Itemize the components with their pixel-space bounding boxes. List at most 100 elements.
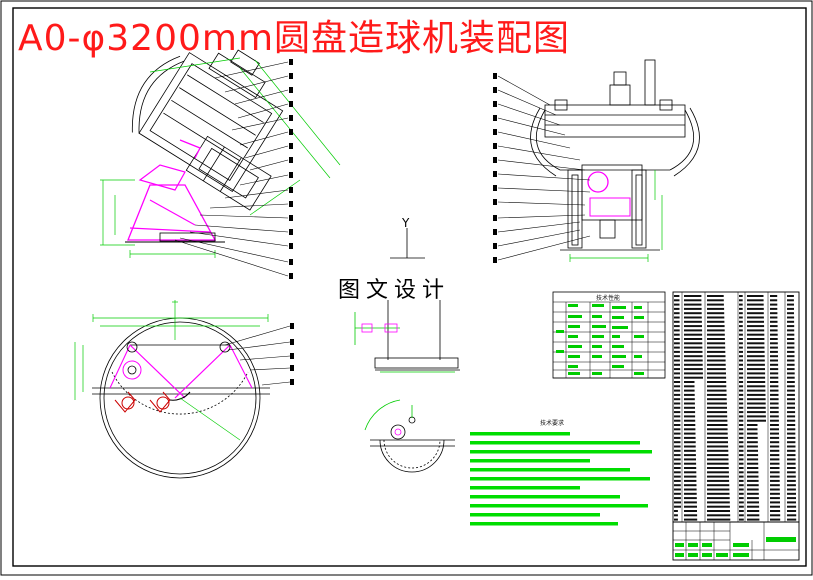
parts-list-cell xyxy=(739,467,744,469)
parts-list-cell xyxy=(787,381,795,383)
parts-list-cell xyxy=(739,428,744,431)
parts-list-cell xyxy=(707,376,727,379)
parts-list-cell xyxy=(707,363,726,366)
parts-list-cell xyxy=(674,342,680,345)
parts-list-cell xyxy=(747,449,758,452)
parts-list-cell xyxy=(674,312,680,315)
parts-list-cell xyxy=(684,424,696,426)
parts-list-cell xyxy=(684,307,702,310)
parts-list-cell xyxy=(674,350,680,353)
parts-list-cell xyxy=(674,415,681,418)
parts-list-cell xyxy=(707,316,725,319)
parts-list-cell xyxy=(674,458,681,461)
parts-list-cell xyxy=(747,462,759,465)
parts-list-cell xyxy=(747,406,766,409)
parts-list-cell xyxy=(674,471,681,474)
parts-list-cell xyxy=(770,449,780,452)
parts-list-cell xyxy=(707,445,729,448)
parts-list-cell xyxy=(747,484,759,487)
parts-list-cell xyxy=(770,393,779,396)
title-block xyxy=(672,521,800,561)
parts-list-cell xyxy=(739,411,744,414)
parts-list-cell xyxy=(770,411,779,414)
parts-list-cell xyxy=(787,424,796,426)
parts-list-cell xyxy=(770,398,779,401)
parts-list-cell xyxy=(787,419,796,422)
parts-list-cell xyxy=(770,441,780,444)
parts-list-cell xyxy=(787,484,796,487)
parts-list-cell xyxy=(684,449,696,452)
parts-list-cell xyxy=(739,518,744,521)
parts-list-cell xyxy=(739,346,743,349)
parts-list-cell xyxy=(707,368,726,371)
parts-list-cell xyxy=(684,389,695,392)
parts-list-cell xyxy=(684,368,703,371)
parts-list-cell xyxy=(684,355,703,358)
parts-list-cell xyxy=(770,368,779,371)
parts-list-cell xyxy=(787,445,796,448)
parts-list-cell xyxy=(707,428,728,431)
parts-list-cell xyxy=(747,424,758,426)
parts-list-cell xyxy=(747,312,764,315)
parts-list-cell xyxy=(707,484,730,487)
parts-list-cell xyxy=(674,428,681,431)
parts-list-cell xyxy=(739,436,744,439)
detail-view-a xyxy=(354,300,460,373)
parts-list-cell xyxy=(747,320,764,323)
parts-list-cell xyxy=(674,432,681,435)
axis-label: Y xyxy=(402,216,410,230)
parts-list-cell xyxy=(747,402,766,405)
parts-list-cell xyxy=(770,333,778,336)
parts-list-cell xyxy=(739,479,744,482)
parts-list-cell xyxy=(747,441,758,444)
parts-list-cell xyxy=(770,372,779,375)
parts-list-cell xyxy=(684,398,695,401)
parts-list-cell xyxy=(684,295,702,297)
parts-list-cell xyxy=(747,411,766,414)
parts-list-cell xyxy=(770,492,780,495)
parts-list-cell xyxy=(739,449,744,452)
parts-list-cell xyxy=(684,329,703,332)
parts-list-cell xyxy=(747,303,764,306)
parts-list-cell xyxy=(674,333,680,336)
parts-list-cell xyxy=(684,445,696,448)
parts-list-cell xyxy=(684,458,696,461)
parts-list-cell xyxy=(787,492,796,495)
parts-list xyxy=(672,291,800,523)
parts-list-cell xyxy=(707,329,725,332)
parts-list-cell xyxy=(707,488,730,491)
parts-list-cell xyxy=(739,295,743,297)
parts-list-cell xyxy=(770,385,779,388)
parts-list-cell xyxy=(684,346,703,349)
parts-list-cell xyxy=(739,445,744,448)
parts-list-cell xyxy=(707,333,725,336)
parts-list-cell xyxy=(674,510,678,512)
parts-list-cell xyxy=(787,449,796,452)
parts-list-cell xyxy=(684,467,697,469)
parts-list-cell xyxy=(787,462,796,465)
parts-list-cell xyxy=(684,333,703,336)
parts-list-cell xyxy=(787,368,795,371)
parts-list-cell xyxy=(747,393,766,396)
parts-list-cell xyxy=(770,484,780,487)
parts-list-cell xyxy=(739,458,744,461)
parts-list-cell xyxy=(739,492,744,495)
parts-list-cell xyxy=(787,333,795,336)
parts-list-cell xyxy=(770,432,779,435)
parts-list-cell xyxy=(739,381,744,383)
parts-list-cell xyxy=(684,462,697,465)
parts-list-cell xyxy=(707,350,726,353)
parts-list-cell xyxy=(787,510,797,512)
parts-list-cell xyxy=(739,350,743,353)
parts-list-cell xyxy=(770,342,778,345)
parts-list-cell xyxy=(770,424,779,426)
parts-list-cell xyxy=(707,454,729,457)
parts-list-cell xyxy=(739,329,743,332)
parts-list-cell xyxy=(770,428,779,431)
parts-list-cell xyxy=(739,376,744,379)
parts-list-cell xyxy=(674,303,680,306)
parts-list-cell xyxy=(684,432,696,435)
parts-list-cell xyxy=(770,381,779,383)
